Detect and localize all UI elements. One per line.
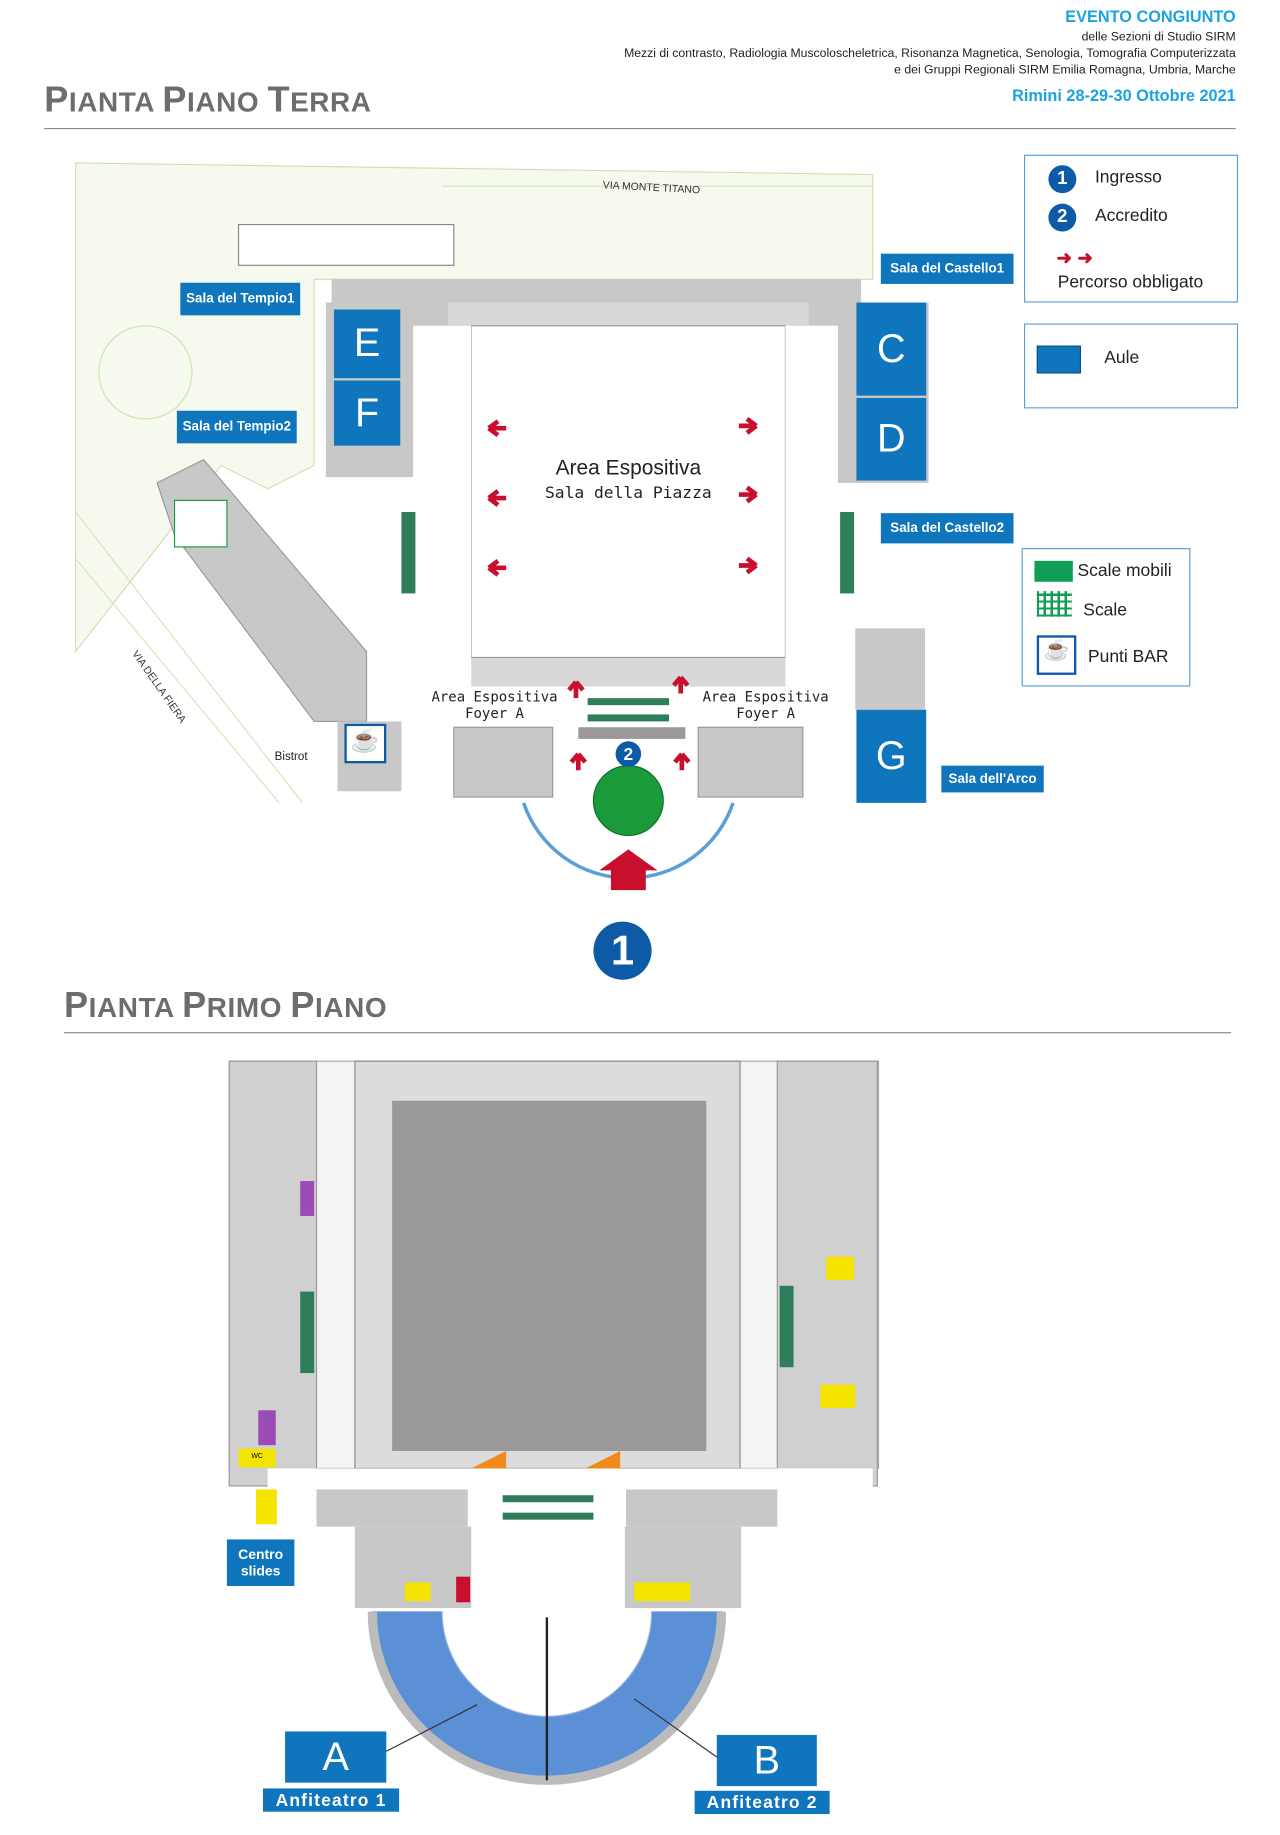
room-f[interactable]: F <box>333 380 401 446</box>
escalator-left <box>401 511 416 594</box>
garden-circle <box>98 325 193 420</box>
event-subtitle-2: Mezzi di contrasto, Radiologia Muscolosc… <box>624 46 1236 61</box>
tag-sala-castello2: Sala del Castello2 <box>880 513 1014 544</box>
room-a[interactable]: A <box>285 1731 387 1783</box>
ff-bottom-left <box>316 1489 468 1527</box>
first-title-divider <box>63 1032 1232 1034</box>
ingresso-icon: 1 <box>1048 165 1077 194</box>
tag-sala-castello1: Sala del Castello1 <box>880 253 1014 284</box>
legend-aule: Aule <box>1104 347 1140 368</box>
ff-purple-1 <box>300 1181 315 1216</box>
room-c[interactable]: C <box>856 302 927 396</box>
right-block <box>855 628 926 710</box>
event-date: Rimini 28-29-30 Ottobre 2021 <box>1012 86 1236 105</box>
legend-access: 1 Ingresso 2 Accredito ➜ ➜ Percorso obbl… <box>1023 154 1239 303</box>
legend-facilities: Scale mobili Scale ☕ Punti BAR <box>1021 548 1191 687</box>
bar-icon: ☕ <box>344 723 387 764</box>
title-divider <box>44 127 1236 130</box>
escalator-swatch <box>1034 560 1073 582</box>
foyer-bar <box>578 727 686 739</box>
left-wing <box>156 458 368 723</box>
round-staircase <box>592 765 664 837</box>
first-floor-title: PIANTA PRIMO PIANO <box>63 984 388 1026</box>
stairs-icon <box>1036 591 1072 617</box>
ff-escalator-left <box>300 1291 315 1374</box>
entrance-marker: 1 <box>593 921 652 980</box>
aule-swatch <box>1036 345 1081 374</box>
first-floor-plan <box>228 1060 880 1785</box>
bar-legend-icon: ☕ <box>1036 635 1077 675</box>
ff-red-access <box>456 1576 471 1603</box>
escalator-foyer-1 <box>587 698 670 706</box>
room-g[interactable]: G <box>856 709 927 803</box>
ground-floor-title: PIANTA PIANO TERRA <box>44 79 372 120</box>
stairs-grid <box>173 499 228 548</box>
entrance-arrow <box>599 849 658 891</box>
label-anfiteatro-2: Anfiteatro 2 <box>694 1790 830 1815</box>
registration-marker: 2 <box>615 741 642 767</box>
legend-bar: Punti BAR <box>1087 646 1169 667</box>
escalator-right <box>840 511 855 594</box>
red-arrows-icon: ➜ ➜ <box>1056 249 1093 269</box>
legend-accredito: Accredito <box>1094 205 1168 226</box>
parking-arrows-box <box>237 223 455 266</box>
legend-percorso: Percorso obbligato <box>1057 272 1204 293</box>
bistrot-label: Bistrot <box>274 750 308 764</box>
legend-ingresso: Ingresso <box>1094 167 1162 188</box>
ground-floor-plan <box>75 162 929 891</box>
legend-scale-mobili: Scale mobili <box>1077 560 1172 581</box>
ff-escalator-right <box>779 1285 794 1368</box>
room-d[interactable]: D <box>856 397 927 481</box>
pointer-a <box>386 1704 478 1752</box>
ff-wc-5 <box>404 1582 431 1602</box>
hall-subtitle: Sala della Piazza <box>544 484 712 503</box>
event-subtitle-1: delle Sezioni di Studio SIRM <box>1081 30 1236 45</box>
street-lines <box>75 185 873 804</box>
room-b[interactable]: B <box>716 1734 817 1787</box>
tag-sala-tempio2: Sala del Tempio2 <box>176 410 297 444</box>
pointer-b <box>633 1698 718 1758</box>
ff-escalator-2 <box>502 1512 594 1520</box>
foyer-right-block <box>697 726 804 798</box>
label-anfiteatro-1: Anfiteatro 1 <box>262 1788 400 1812</box>
legend-scale: Scale <box>1083 600 1127 621</box>
tag-sala-arco: Sala dell'Arco <box>941 765 1044 793</box>
hall-title: Area Espositiva <box>555 456 702 480</box>
escalator-foyer-2 <box>587 714 670 722</box>
legend-rooms: Aule <box>1023 323 1239 409</box>
ff-void <box>392 1100 707 1452</box>
foyer-left-block <box>453 726 554 798</box>
aisle-left <box>413 325 472 687</box>
wc-label: WC <box>251 1453 263 1461</box>
aisle-right <box>785 325 838 687</box>
tag-sala-tempio1: Sala del Tempio1 <box>180 282 301 316</box>
ff-wc-3 <box>826 1256 855 1280</box>
ff-wc-2 <box>255 1489 277 1525</box>
accredito-icon: 2 <box>1048 203 1077 232</box>
ff-bottom-right <box>626 1489 778 1527</box>
ff-purple-2 <box>258 1410 276 1446</box>
ff-wc-6 <box>634 1582 691 1602</box>
event-subtitle-3: e dei Gruppi Regionali SIRM Emilia Romag… <box>894 62 1236 77</box>
mandatory-route-arrows <box>487 417 758 771</box>
ff-wc-1 <box>238 1448 276 1468</box>
room-e[interactable]: E <box>333 309 401 379</box>
event-title: EVENTO CONGIUNTO <box>1065 6 1236 26</box>
ff-escalator-1 <box>502 1495 594 1503</box>
ff-wc-4 <box>820 1384 856 1408</box>
